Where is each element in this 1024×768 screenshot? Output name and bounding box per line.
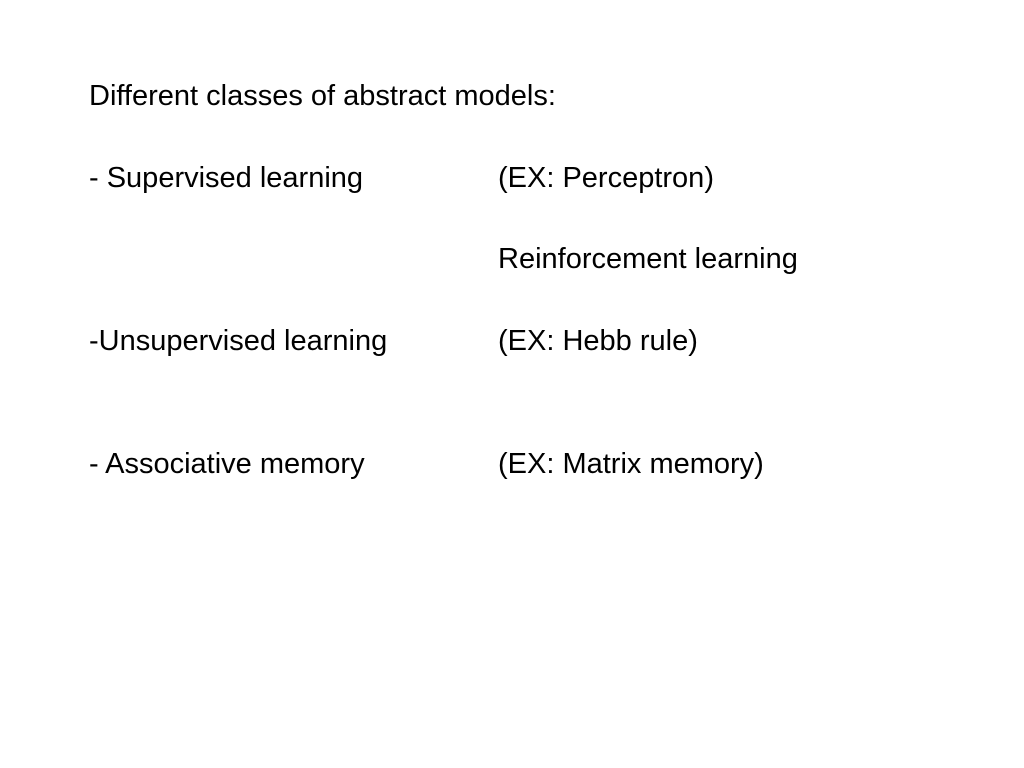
reinforcement-learning-text: Reinforcement learning — [498, 243, 798, 275]
example-hebb-rule: (EX: Hebb rule) — [498, 325, 698, 357]
example-matrix-memory: (EX: Matrix memory) — [498, 448, 764, 480]
example-perceptron: (EX: Perceptron) — [498, 162, 714, 194]
category-supervised-learning: - Supervised learning — [89, 162, 364, 194]
category-unsupervised-learning: -Unsupervised learning — [89, 325, 388, 357]
slide-title: Different classes of abstract models: — [89, 80, 556, 112]
category-associative-memory: - Associative memory — [89, 448, 365, 480]
